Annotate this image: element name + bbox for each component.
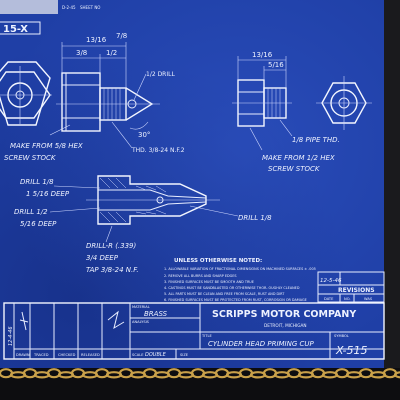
note-2: 2. REMOVE ALL BURRS AND SHARP EDGES — [164, 274, 237, 278]
analysis-label: ANALYSIS — [132, 320, 150, 324]
right-hex-view — [316, 76, 372, 130]
chain-link — [153, 371, 171, 379]
drawing-number-box: 15-X — [0, 21, 41, 35]
make-right-1: MAKE FROM 1/2 HEX — [262, 154, 335, 162]
make-left-2: SCREW STOCK — [4, 154, 57, 162]
chain-link — [33, 371, 51, 379]
chain-link — [321, 371, 339, 379]
label-traced: TRACED — [33, 353, 49, 357]
chain-link — [345, 371, 363, 379]
rev-col-was: WAS — [364, 297, 373, 301]
drill-r: DRILL-R (.339) — [86, 242, 137, 250]
part-title: CYLINDER HEAD PRIMING CUP — [208, 340, 315, 348]
chain-link — [57, 371, 75, 379]
brass-chain — [0, 368, 400, 379]
chain-link — [177, 371, 195, 379]
chain-link — [129, 371, 147, 379]
dim-a: 13/16 — [86, 36, 107, 44]
label-released: RELEASED — [81, 353, 100, 357]
title-block: 12-4-46 DRAWN TRACED CHECKED RELEASED SC… — [3, 302, 385, 360]
drill-18-b: DRILL 1/8 — [238, 214, 272, 222]
chain-link — [105, 371, 123, 379]
general-notes: UNLESS OTHERWISE NOTED: 1. ALLOWABLE VAR… — [164, 258, 316, 302]
chain-link — [297, 371, 315, 379]
dim-c: 1/2 — [106, 49, 117, 57]
chain-link — [273, 371, 291, 379]
label-scale: SCALE — [132, 353, 144, 357]
left-side-view: 13/16 7/8 1/2 3/8 1/2 DRILL 30° MAKE FRO… — [4, 32, 185, 162]
blueprint-sheet — [0, 0, 400, 368]
chain-link — [201, 371, 219, 379]
released-initials-mark — [107, 310, 125, 330]
symbol-label: SYMBOL — [334, 334, 349, 338]
note-5: 5. ALL PARTS MUST BE CLEAN AND FREE FROM… — [164, 292, 285, 296]
chain-link — [81, 371, 99, 379]
dim-b: 7/8 — [116, 32, 127, 40]
rev-col-no: NO. — [344, 297, 351, 301]
deep-2: 5/16 DEEP — [20, 220, 57, 228]
deep-1: 1 5/16 DEEP — [26, 190, 70, 198]
chain-link — [369, 371, 387, 379]
dark-background-edge — [384, 0, 400, 368]
scale-value: DOUBLE — [145, 352, 167, 358]
dim-d: 13/16 — [252, 51, 273, 59]
company-name: SCRIPPS MOTOR COMPANY — [212, 309, 356, 320]
title-label: TITLE — [201, 334, 212, 338]
chain-link — [393, 371, 400, 379]
material-value: BRASS — [144, 310, 168, 318]
drill-12: DRILL 1/2 — [14, 208, 48, 216]
rev-col-date: DATE — [324, 297, 334, 301]
company-city: DETROIT, MICHIGAN — [264, 323, 307, 328]
dim-e: 3/8 — [76, 49, 87, 57]
tap: TAP 3/8-24 N.F. — [86, 266, 139, 274]
symbol-value: X-515 — [335, 344, 368, 357]
note-1: 1. ALLOWABLE VARIATION OF FRACTIONAL DIM… — [164, 267, 316, 271]
top-label-2: SHEET NO — [80, 5, 100, 10]
make-left-1: MAKE FROM 5/8 HEX — [10, 142, 83, 150]
angle-label: 30° — [138, 131, 150, 139]
drill-18: DRILL 1/8 — [20, 178, 54, 186]
side-date: 12-4-46 — [8, 326, 14, 346]
deep-3: 3/4 DEEP — [86, 254, 119, 262]
tape-strip — [0, 0, 58, 14]
revisions-title: REVISIONS — [338, 287, 375, 294]
dim-f: 5/16 — [268, 61, 284, 69]
note-3: 3. FINISHED SURFACES MUST BE SMOOTH AND … — [164, 280, 254, 284]
chain-link — [9, 371, 27, 379]
left-hex-view — [0, 61, 52, 126]
drawn-initials-mark — [19, 311, 29, 331]
chain-link — [225, 371, 243, 379]
note-6: 6. FINISHED SURFACES MUST BE PROTECTED F… — [164, 298, 307, 302]
section-view: DRILL 1/8 1 5/16 DEEP DRILL 1/2 5/16 DEE… — [14, 175, 272, 274]
revision-date-entry: 12-5-46 — [320, 278, 342, 284]
label-checked: CHECKED — [58, 353, 76, 357]
drawing-number: 15-X — [3, 24, 28, 35]
note-4: 4. CASTINGS MUST BE SANDBLASTED OR OTHER… — [164, 286, 300, 290]
pipe-thd: 1/8 PIPE THD. — [292, 136, 340, 144]
drill-half-label: 1/2 DRILL — [146, 71, 175, 78]
revisions-block: 12-5-46 REVISIONS DATE NO. WAS — [317, 271, 385, 303]
chain-link — [249, 371, 267, 379]
thd-left: THD. 3/8-24 N.F.2 — [131, 147, 185, 154]
notes-heading: UNLESS OTHERWISE NOTED: — [174, 258, 262, 264]
label-size: SIZE — [180, 353, 189, 357]
material-label: MATERIAL — [132, 305, 150, 309]
make-right-2: SCREW STOCK — [268, 165, 321, 173]
label-drawn: DRAWN — [16, 353, 30, 357]
top-label-1: D-2-45 — [62, 5, 76, 10]
right-side-view: 13/16 5/16 1/8 PIPE THD. MAKE FROM 1/2 H… — [232, 51, 340, 173]
